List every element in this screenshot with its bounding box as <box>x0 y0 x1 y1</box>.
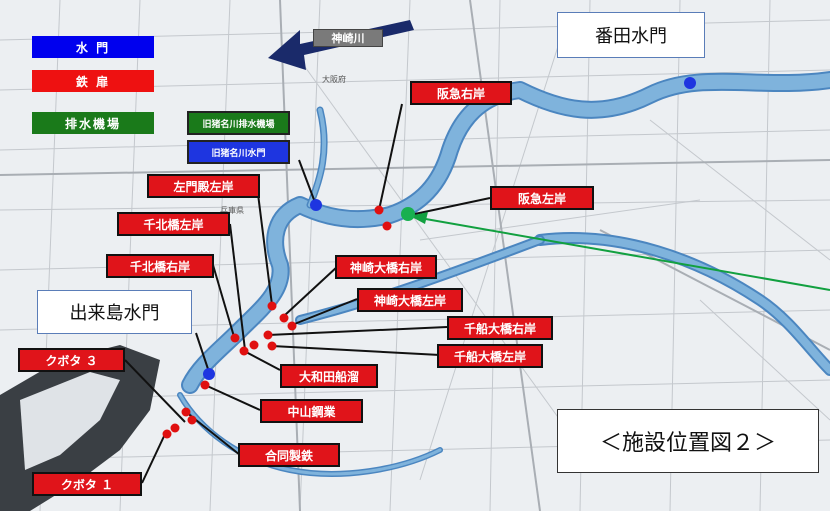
facility-label-owada: 大和田船溜 <box>280 364 378 388</box>
facility-label-kubota3: クボタ ３ <box>18 348 125 372</box>
facility-label-nakayama: 中山鋼業 <box>260 399 363 423</box>
legend-gate: 水 門 <box>32 36 154 58</box>
facility-label-kanzaki-left: 神崎大橋左岸 <box>357 288 463 312</box>
facility-markers <box>162 77 696 439</box>
map-place-name: 大阪府 <box>322 75 346 84</box>
old-inagawa-pump-label: 旧猪名川排水機場 <box>187 111 290 135</box>
facility-label-senfune-left: 千船大橋左岸 <box>437 344 543 368</box>
river-name-label: 神崎川 <box>313 29 383 47</box>
facility-label-hankyu-right: 阪急右岸 <box>410 81 512 105</box>
map-place-name: 兵庫県 <box>220 206 244 215</box>
facility-label-kubota1: クボタ １ <box>32 472 142 496</box>
old-inagawa-gate-label: 旧猪名川水門 <box>187 140 290 164</box>
figure-title: ＜施設位置図２＞ <box>557 409 819 473</box>
port-island <box>20 372 120 470</box>
green-pointer-arrow <box>410 212 830 291</box>
facility-label-samondono-left: 左門殿左岸 <box>147 174 260 198</box>
facility-label-senfune-right: 千船大橋右岸 <box>447 316 553 340</box>
dekijima-gate-callout: 出来島水門 <box>37 290 192 334</box>
facility-label-godo: 合同製鉄 <box>238 443 340 467</box>
legend-iron-gate: 鉄 扉 <box>32 70 154 92</box>
facility-label-senboku-left: 千北橋左岸 <box>117 212 230 236</box>
facility-label-hankyu-left: 阪急左岸 <box>490 186 594 210</box>
banda-gate-callout: 番田水門 <box>557 12 705 58</box>
legend-pumping-station: 排水機場 <box>32 112 154 134</box>
facility-label-kanzaki-right: 神崎大橋右岸 <box>335 255 437 279</box>
facility-label-senboku-right: 千北橋右岸 <box>106 254 214 278</box>
